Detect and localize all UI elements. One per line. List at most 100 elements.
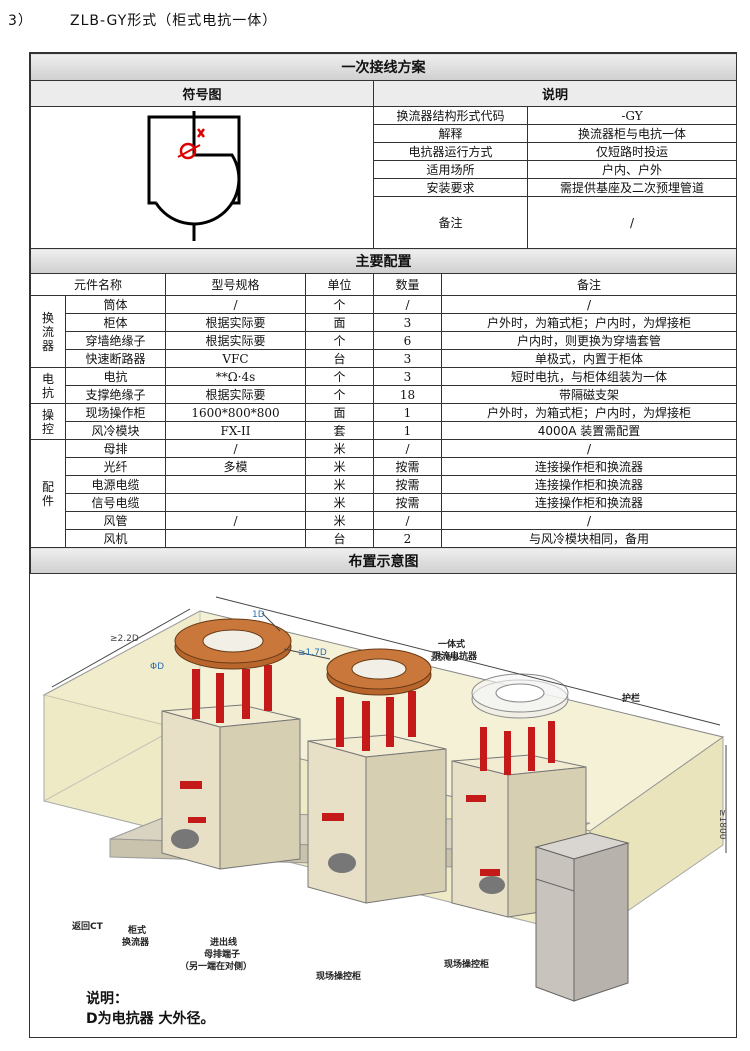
col-header-unit: 单位 [305, 273, 374, 296]
cell-spec: / [165, 439, 306, 458]
cell-spec: / [165, 295, 306, 314]
cell-qty: / [373, 511, 442, 530]
label-return-ct: 返回CT [72, 920, 104, 932]
cell-note: 4000A 装置需配置 [441, 421, 737, 440]
layout-illustration: ≥2.2D ≥5.6D ΦD 1D ≥1.7D ≥1800 一体式 限流电抗器 … [42, 596, 727, 1027]
scheme-row-value: 户内、户外 [526, 160, 738, 179]
cell-qty: 18 [373, 385, 442, 404]
cell-qty: 3 [373, 367, 442, 386]
cell-unit: 面 [305, 313, 374, 332]
cell-unit: 台 [305, 349, 374, 368]
cell-note: / [441, 295, 737, 314]
cell-unit: 个 [305, 295, 374, 314]
cell-qty: 2 [373, 529, 442, 548]
table-row: 换流器筒体/个// [30, 295, 737, 368]
table-row: 信号电缆米按需连接操作柜和换流器 [31, 493, 737, 512]
config-title: 主要配置 [30, 248, 737, 274]
section-title: ZLB-GY形式（柜式电抗一体） [70, 13, 278, 29]
scheme-table: 一次接线方案 符号图 说明 换流器结构形式代码 -GY 解释 [29, 53, 738, 249]
label-busbar-line2: 母排端子 [204, 948, 240, 960]
cell-spec: / [165, 511, 306, 530]
reactor-1 [174, 618, 292, 723]
cell-qty: 6 [373, 331, 442, 350]
cell-unit: 个 [305, 367, 374, 386]
cell-unit: 米 [305, 457, 374, 476]
cell-name: 风冷模块 [65, 421, 166, 440]
col-header-note: 备注 [441, 273, 737, 296]
cell-spec [165, 493, 306, 512]
cell-qty: 按需 [373, 457, 442, 476]
cell-spec: 根据实际要 [165, 331, 306, 350]
cell-spec: 根据实际要 [165, 385, 306, 404]
symbol-header: 符号图 [30, 80, 374, 107]
scheme-row-label: 电抗器运行方式 [373, 142, 528, 161]
label-integrated-reactor-line2: 限流电抗器 [432, 650, 478, 662]
cell-spec: FX-II [165, 421, 306, 440]
cell-unit: 套 [305, 421, 374, 440]
scheme-row-label: 换流器结构形式代码 [373, 106, 528, 125]
cell-name: 电抗 [65, 367, 166, 386]
cell-unit: 面 [305, 403, 374, 422]
cell-name: 柜体 [65, 313, 166, 332]
cell-qty: 3 [373, 313, 442, 332]
cell-unit: 米 [305, 511, 374, 530]
cell-spec: VFC [165, 349, 306, 368]
cabinet-converter-1 [161, 704, 301, 870]
cell-name: 穿墙绝缘子 [65, 331, 166, 350]
dimension-lines [51, 596, 727, 853]
label-cabinet-converter-line2: 换流器 [122, 936, 150, 948]
cell-qty: 1 [373, 421, 442, 440]
layout-diagram: ≥2.2D ≥5.6D ΦD 1D ≥1.7D ≥1800 一体式 限流电抗器 … [30, 569, 736, 1037]
cell-unit: 个 [305, 331, 374, 350]
cell-note: 连接操作柜和换流器 [441, 475, 737, 494]
group-label: 电抗 [30, 367, 66, 404]
spec-sheet: 一次接线方案 符号图 说明 换流器结构形式代码 -GY 解释 [29, 52, 738, 1038]
label-busbar-line3: （另一端在对侧） [180, 960, 252, 972]
note-text: D为电抗器 大外径。 [86, 1010, 215, 1027]
reactor-3-transparent [471, 673, 569, 775]
converter-symbol-icon [147, 110, 241, 241]
cell-spec [165, 475, 306, 494]
cell-note: 带隔磁支架 [441, 385, 737, 404]
cell-qty: 按需 [373, 493, 442, 512]
scheme-row-label: 安装要求 [373, 178, 528, 197]
cell-qty: 按需 [373, 475, 442, 494]
cell-note: 户外时，为箱式柜；户内时，为焊接柜 [441, 403, 737, 422]
table-row: 配件母排/米// [30, 439, 737, 548]
label-integrated-reactor-line1: 一体式 [438, 638, 465, 650]
cell-spec: 根据实际要 [165, 313, 306, 332]
cell-name: 风机 [65, 529, 166, 548]
reactor-2 [326, 648, 432, 751]
dim-depth: ≥2.2D [110, 634, 139, 644]
cell-unit: 个 [305, 385, 374, 404]
cell-qty: / [373, 295, 442, 314]
label-control-cabinet-1: 现场操控柜 [316, 970, 361, 982]
cell-note: 单极式，内置于柜体 [441, 349, 737, 368]
scheme-row-label: 解释 [373, 124, 528, 143]
table-row: 风管/米// [31, 511, 737, 530]
group-label: 换流器 [30, 295, 66, 368]
cell-note: 户外时，为箱式柜；户内时，为焊接柜 [441, 313, 737, 332]
scheme-row-value: 需提供基座及二次预埋管道 [526, 178, 738, 197]
dim-17d: ≥1.7D [298, 648, 327, 658]
cell-name: 电源电缆 [65, 475, 166, 494]
cell-name: 母排 [65, 439, 166, 458]
scheme-row-label: 备注 [373, 196, 528, 249]
cell-unit: 台 [305, 529, 374, 548]
dim-length: ≥5.6D [430, 654, 459, 664]
dim-1d: 1D [252, 610, 265, 620]
cell-unit: 米 [305, 439, 374, 458]
cell-note: 连接操作柜和换流器 [441, 457, 737, 476]
group-label: 配件 [30, 439, 66, 548]
table-row: 光纤多模米按需连接操作柜和换流器 [31, 457, 737, 476]
scheme-row-label: 适用场所 [373, 160, 528, 179]
cell-spec: **Ω·4s [165, 367, 306, 386]
col-header-name: 元件名称 [30, 273, 166, 296]
cell-qty: 1 [373, 403, 442, 422]
